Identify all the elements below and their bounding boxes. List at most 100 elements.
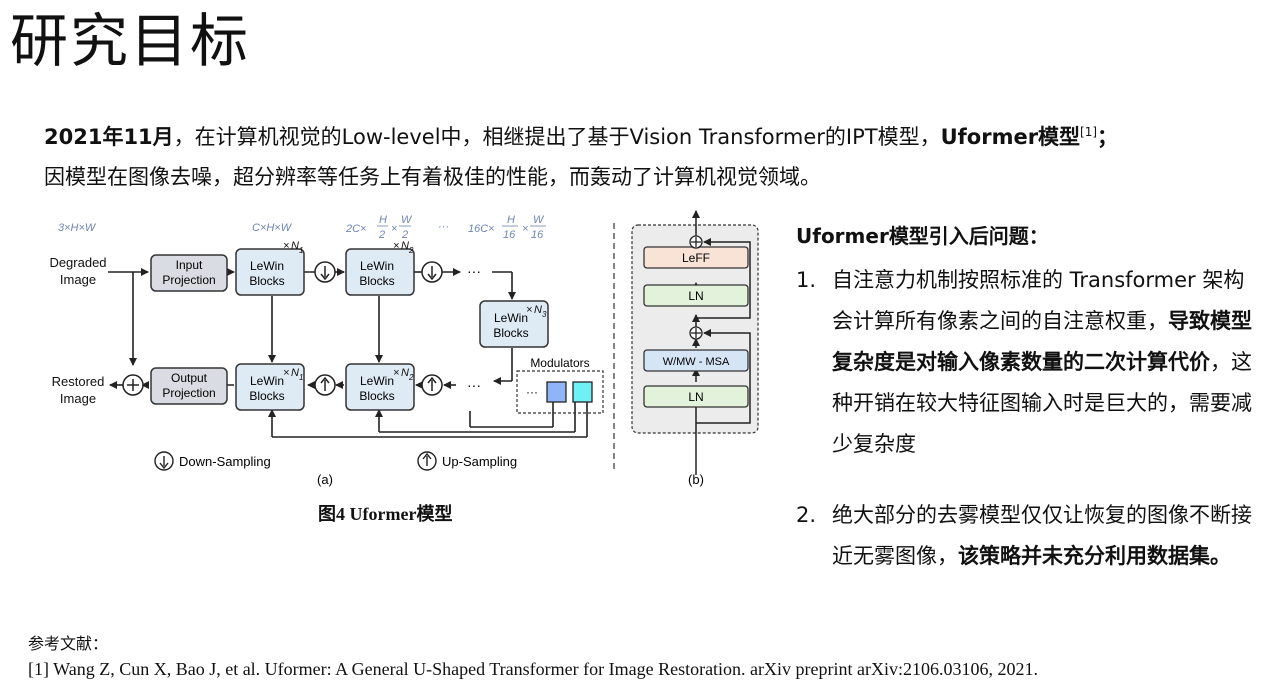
lewin-encoder-1 bbox=[235, 248, 305, 296]
lewin-decoder-1-label-2: Blocks bbox=[249, 389, 284, 403]
output-projection-box bbox=[150, 367, 228, 405]
output-projection-label-1: Output bbox=[171, 371, 208, 385]
intro-line-1: 2021年11月，在计算机视觉的Low-level中，相继提出了基于Vision… bbox=[44, 112, 1254, 157]
up-sampling-icon bbox=[421, 374, 443, 396]
problem-2-number: 2. bbox=[796, 503, 817, 527]
repeat-enc2-times: × bbox=[393, 240, 399, 252]
dim-ellipsis: ··· bbox=[438, 221, 449, 233]
up-sampling-legend-icon bbox=[417, 451, 437, 471]
repeat-bottle-sub: 3 bbox=[542, 310, 547, 319]
problem-item-2: 2. 绝大部分的去雾模型仅仅让恢复的图像不断接近无雾图像，该策略并未充分利用数据集… bbox=[796, 495, 1256, 577]
input-projection-box bbox=[150, 254, 228, 292]
up-sampling-icon bbox=[314, 374, 336, 396]
dim-frac-w2-num: W bbox=[401, 214, 413, 226]
msa-label: W/MW - MSA bbox=[663, 356, 730, 368]
degraded-image-label-1: Degraded bbox=[49, 255, 106, 270]
modulator-blue bbox=[546, 381, 567, 403]
problem-1-number: 1. bbox=[796, 268, 817, 292]
problems-section: Uformer模型引入后问题： 1. 自注意力机制按照标准的 Transforme… bbox=[796, 220, 1256, 577]
panel-b-label: (b) bbox=[688, 472, 704, 487]
dim-frac-h2-den: 2 bbox=[378, 229, 385, 241]
lewin-encoder-1-label-2: Blocks bbox=[249, 274, 284, 288]
problem-1-emphasis: 导致模型复杂度是对输入像素数量的二次计算代价 bbox=[832, 309, 1252, 374]
lewin-decoder-2 bbox=[345, 363, 415, 411]
dim-frac-h16-den: 16 bbox=[503, 229, 516, 241]
problem-1-text-end: ，这种开销在较大特征图输入时是巨大的，需要减少复杂度 bbox=[832, 350, 1252, 456]
dim-frac-h16-num: H bbox=[507, 214, 515, 226]
degraded-image-label-2: Image bbox=[60, 272, 96, 287]
problem-item-1: 1. 自注意力机制按照标准的 Transformer 架构会计算所有像素之间的自注… bbox=[796, 260, 1256, 465]
lewin-decoder-1 bbox=[235, 363, 305, 411]
problem-2-emphasis: 该策略并未充分利用数据集。 bbox=[958, 544, 1231, 568]
problems-list: 1. 自注意力机制按照标准的 Transformer 架构会计算所有像素之间的自注… bbox=[796, 260, 1256, 577]
references: 参考文献： [1] Wang Z, Cun X, Bao J, et al. U… bbox=[28, 632, 1038, 682]
intro-paragraph: 2021年11月，在计算机视觉的Low-level中，相继提出了基于Vision… bbox=[44, 112, 1254, 197]
ln-box-top bbox=[643, 284, 749, 307]
problem-2-text: 绝大部分的去雾模型仅仅让恢复的图像不断接近无雾图像， bbox=[832, 503, 1252, 568]
residual-add-icon bbox=[689, 326, 703, 340]
dim-label-level2: 2C× bbox=[345, 223, 367, 235]
repeat-dec2-sub: 2 bbox=[408, 373, 414, 382]
lewin-decoder-1-label-1: LeWin bbox=[250, 374, 284, 388]
repeat-dec1-sub: 1 bbox=[299, 373, 303, 382]
dim-frac-w16-den: 16 bbox=[531, 229, 544, 241]
down-sampling-legend-icon bbox=[154, 451, 174, 471]
modulator-cyan bbox=[572, 381, 593, 403]
dim-frac-w2-den: 2 bbox=[401, 229, 408, 241]
figure-caption: 图4 Uformer模型 bbox=[318, 504, 453, 524]
repeat-bottle-n: N bbox=[534, 304, 542, 316]
references-heading: 参考文献： bbox=[28, 634, 109, 653]
problems-heading: Uformer模型引入后问题： bbox=[796, 224, 1049, 248]
repeat-bottle-times: × bbox=[526, 304, 532, 316]
dim-frac-h2-num: H bbox=[379, 214, 387, 226]
up-sampling-legend: Up-Sampling bbox=[442, 454, 517, 469]
repeat-dec2-n: N bbox=[401, 367, 409, 379]
modulators-ellipsis: ··· bbox=[526, 385, 538, 399]
dim-label-level1: C×H×W bbox=[252, 222, 293, 234]
ln-label-bottom: LN bbox=[688, 390, 703, 404]
residual-add-icon bbox=[689, 235, 703, 249]
lewin-decoder-2-label-1: LeWin bbox=[360, 374, 394, 388]
problem-1-text: 自注意力机制按照标准的 Transformer 架构会计算所有像素之间的自注意权… bbox=[832, 268, 1245, 333]
restored-image-label-2: Image bbox=[60, 391, 96, 406]
intro-line-2: 因模型在图像去噪，超分辨率等任务上有着极佳的性能，而轰动了计算机视觉领域。 bbox=[44, 165, 821, 189]
dim-label-input: 3×H×W bbox=[58, 222, 97, 234]
intro-text-1: ，在计算机视觉的Low-level中，相继提出了基于Vision Transfo… bbox=[173, 125, 941, 149]
repeat-dec2-times: × bbox=[393, 367, 399, 379]
dim-times-1: × bbox=[391, 223, 397, 235]
modulators-group bbox=[516, 370, 604, 414]
repeat-enc2-sub: 2 bbox=[408, 246, 414, 255]
ln-label-top: LN bbox=[688, 289, 703, 303]
down-sampling-legend: Down-Sampling bbox=[179, 454, 271, 469]
repeat-enc1-n: N bbox=[291, 240, 299, 252]
lewin-decoder-2-label-2: Blocks bbox=[359, 389, 394, 403]
input-projection-label-2: Projection bbox=[162, 273, 215, 287]
intro-date: 2021年11月 bbox=[44, 125, 174, 149]
input-projection-label-1: Input bbox=[176, 258, 203, 272]
lewin-encoder-2 bbox=[345, 248, 415, 296]
lewin-bottleneck bbox=[479, 300, 549, 348]
lewin-encoder-1-label-1: LeWin bbox=[250, 259, 284, 273]
repeat-enc1-sub: 1 bbox=[299, 246, 303, 255]
leff-label: LeFF bbox=[682, 251, 710, 265]
msa-box bbox=[643, 349, 749, 372]
lewin-encoder-2-label-1: LeWin bbox=[360, 259, 394, 273]
dim-frac-w16-num: W bbox=[533, 214, 545, 226]
repeat-dec1-times: × bbox=[283, 367, 289, 379]
repeat-enc2-n: N bbox=[401, 240, 409, 252]
lewin-bottleneck-label-2: Blocks bbox=[493, 326, 528, 340]
lewin-encoder-2-label-2: Blocks bbox=[359, 274, 394, 288]
lewin-bottleneck-label-1: LeWin bbox=[494, 311, 528, 325]
dim-label-level4: 16C× bbox=[468, 223, 495, 235]
restored-image-label-1: Restored bbox=[52, 374, 105, 389]
down-sampling-icon bbox=[421, 261, 443, 283]
repeat-dec1-n: N bbox=[291, 367, 299, 379]
repeat-enc1-times: × bbox=[283, 240, 289, 252]
ln-box-bottom bbox=[643, 385, 749, 408]
uformer-diagram: 3×H×W C×H×W 2C× H 2 × W 2 ··· 16C× H 16 … bbox=[49, 210, 759, 487]
intro-citation: [1] bbox=[1080, 125, 1098, 139]
reference-entry-1: [1] Wang Z, Cun X, Bao J, et al. Uformer… bbox=[28, 659, 1039, 679]
flow-ellipsis-top: ··· bbox=[467, 263, 481, 279]
modulators-label: Modulators bbox=[530, 356, 589, 370]
output-projection-label-2: Projection bbox=[162, 386, 215, 400]
